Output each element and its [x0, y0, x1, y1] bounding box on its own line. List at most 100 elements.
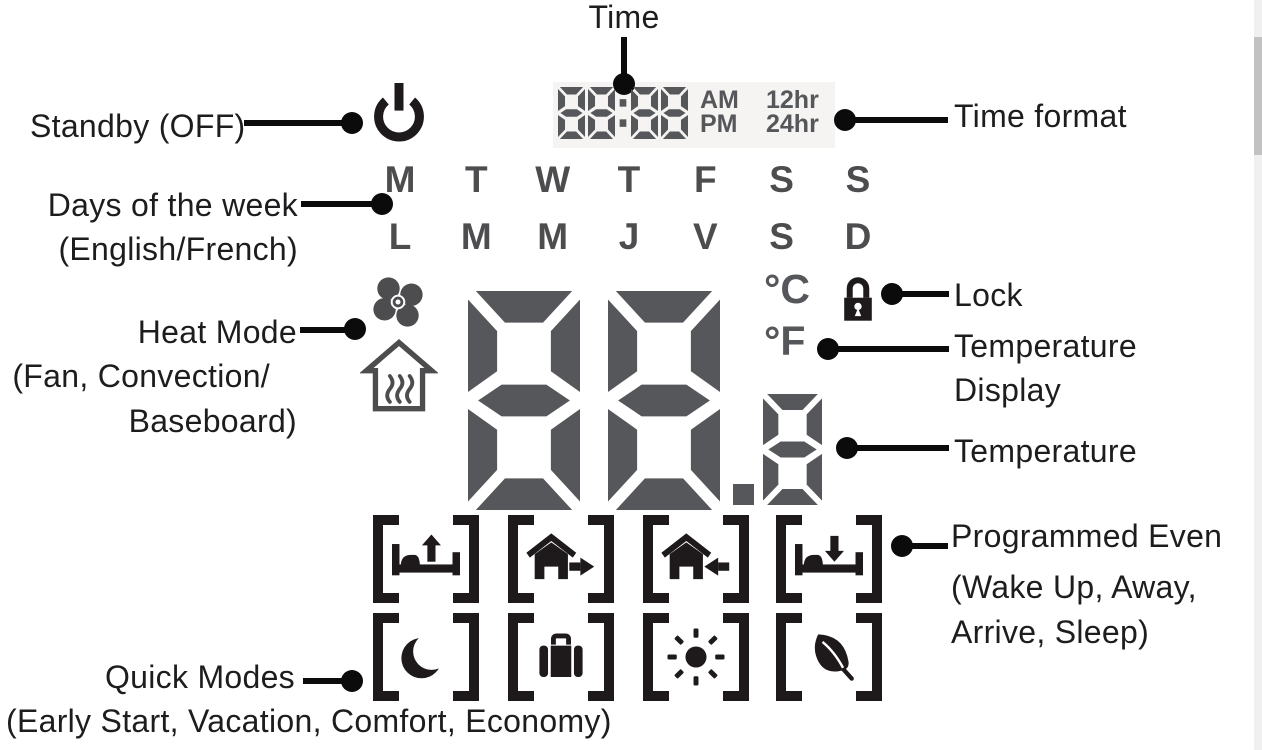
- heat-mode-callout-dot: [344, 318, 366, 340]
- day-letter: F: [694, 159, 717, 200]
- day-letter: S: [769, 159, 794, 200]
- days-label-line2: (English/French): [58, 231, 298, 267]
- bracket-right: [588, 613, 614, 701]
- days-callout-dot: [371, 193, 393, 215]
- lock-label: Lock: [954, 277, 1023, 313]
- time-format-callout-line: [850, 117, 948, 123]
- mode-comfort: [643, 613, 749, 701]
- days-french-row: L M M J V S D: [378, 216, 880, 258]
- wake-up-bed-up-arrow-icon: [392, 534, 460, 576]
- heat-mode-label-line2: (Fan, Convection/: [12, 358, 270, 394]
- temperature-callout-dot: [836, 437, 858, 459]
- scrollbar-track[interactable]: [1254, 0, 1262, 750]
- convection-heat-house-icon: [360, 339, 438, 412]
- bracket-left: [373, 613, 399, 701]
- days-label-line1: Days of the week: [47, 187, 298, 223]
- sleep-bed-down-arrow-icon: [795, 535, 863, 576]
- quick-modes-sub-label: (Early Start, Vacation, Comfort, Economy…: [6, 703, 612, 739]
- events-label-line3: Arrive, Sleep): [951, 614, 1150, 650]
- heat-mode-label-line1: Heat Mode: [137, 314, 297, 350]
- temperature-callout-line: [852, 445, 949, 451]
- temp-display-callout-dot: [817, 338, 839, 360]
- time-format-indicator: 12hr 24hr: [766, 86, 819, 138]
- bracket-left: [776, 613, 802, 701]
- mode-early-start: [373, 613, 479, 701]
- event-wake-up: [373, 515, 479, 603]
- temp-display-label-line2: Display: [954, 372, 1062, 408]
- day-letter: M: [384, 159, 416, 200]
- bracket-right: [723, 515, 749, 603]
- bracket-right: [453, 613, 479, 701]
- economy-leaf-icon: [814, 634, 854, 681]
- mode-economy: [776, 613, 882, 701]
- bracket-left: [776, 515, 802, 603]
- time-callout-line: [621, 37, 627, 75]
- lock-callout-dot: [881, 283, 903, 305]
- bracket-left: [643, 613, 669, 701]
- celsius-unit: °C: [764, 266, 811, 312]
- lock-callout-line: [897, 291, 949, 297]
- time-seven-segment: [558, 87, 688, 139]
- fahrenheit-unit: °F: [764, 318, 806, 364]
- bracket-left: [643, 515, 669, 603]
- bracket-left: [508, 613, 534, 701]
- day-letter: M: [460, 216, 492, 257]
- temperature-main-seven-segment: [468, 291, 720, 510]
- power-icon: [374, 83, 424, 142]
- days-english-row: M T W T F S S: [378, 159, 880, 201]
- standby-callout-line: [244, 120, 344, 126]
- events-callout-line: [908, 543, 948, 549]
- day-letter: T: [465, 159, 488, 200]
- day-letter: M: [537, 216, 569, 257]
- bracket-left: [373, 515, 399, 603]
- event-arrive: [643, 515, 749, 603]
- event-away: [508, 515, 614, 603]
- bracket-right: [856, 613, 882, 701]
- day-letter: L: [388, 216, 412, 257]
- bracket-right: [453, 515, 479, 603]
- am-text: AM: [700, 86, 739, 114]
- events-callout-dot: [891, 535, 913, 557]
- early-start-moon-icon: [401, 632, 451, 679]
- bracket-left: [508, 515, 534, 603]
- comfort-sun-icon: [667, 628, 725, 686]
- bracket-right: [856, 515, 882, 603]
- 24hr-text: 24hr: [766, 110, 819, 138]
- temp-display-label-line1: Temperature: [954, 328, 1137, 364]
- quick-modes-callout-line: [303, 678, 343, 684]
- bracket-right: [588, 515, 614, 603]
- temp-display-callout-line: [833, 346, 949, 352]
- vacation-suitcase-icon: [539, 633, 583, 677]
- time-format-callout-dot: [834, 109, 856, 131]
- away-house-right-arrow-icon: [526, 533, 595, 580]
- events-label-line1: Programmed Even: [951, 518, 1223, 554]
- temperature-decimal-seven-segment: [763, 394, 822, 505]
- day-letter: S: [845, 159, 871, 200]
- time-label: Time: [588, 0, 660, 35]
- days-callout-line: [301, 201, 373, 207]
- lock-icon: [844, 277, 872, 321]
- day-letter: T: [617, 159, 641, 200]
- day-letter: W: [535, 159, 571, 200]
- quick-modes-label: Quick Modes: [104, 659, 295, 695]
- day-letter: D: [844, 216, 872, 257]
- temperature-label: Temperature: [954, 433, 1137, 469]
- time-format-label: Time format: [954, 98, 1127, 134]
- day-letter: J: [618, 216, 640, 257]
- day-letter: S: [769, 216, 794, 257]
- am-pm-indicator: AM PM: [700, 86, 739, 137]
- time-callout-dot: [613, 73, 635, 95]
- scrollbar-thumb[interactable]: [1254, 37, 1262, 155]
- quick-modes-callout-dot: [341, 670, 363, 692]
- arrive-house-left-arrow-icon: [661, 533, 730, 580]
- fan-icon: [373, 277, 423, 327]
- temperature-decimal-point: [733, 484, 754, 505]
- day-letter: V: [692, 216, 718, 257]
- standby-label: Standby (OFF): [30, 108, 246, 144]
- bracket-right: [723, 613, 749, 701]
- mode-vacation: [508, 613, 614, 701]
- heat-mode-callout-line: [300, 327, 347, 333]
- event-sleep: [776, 515, 882, 603]
- 12hr-text: 12hr: [766, 86, 819, 114]
